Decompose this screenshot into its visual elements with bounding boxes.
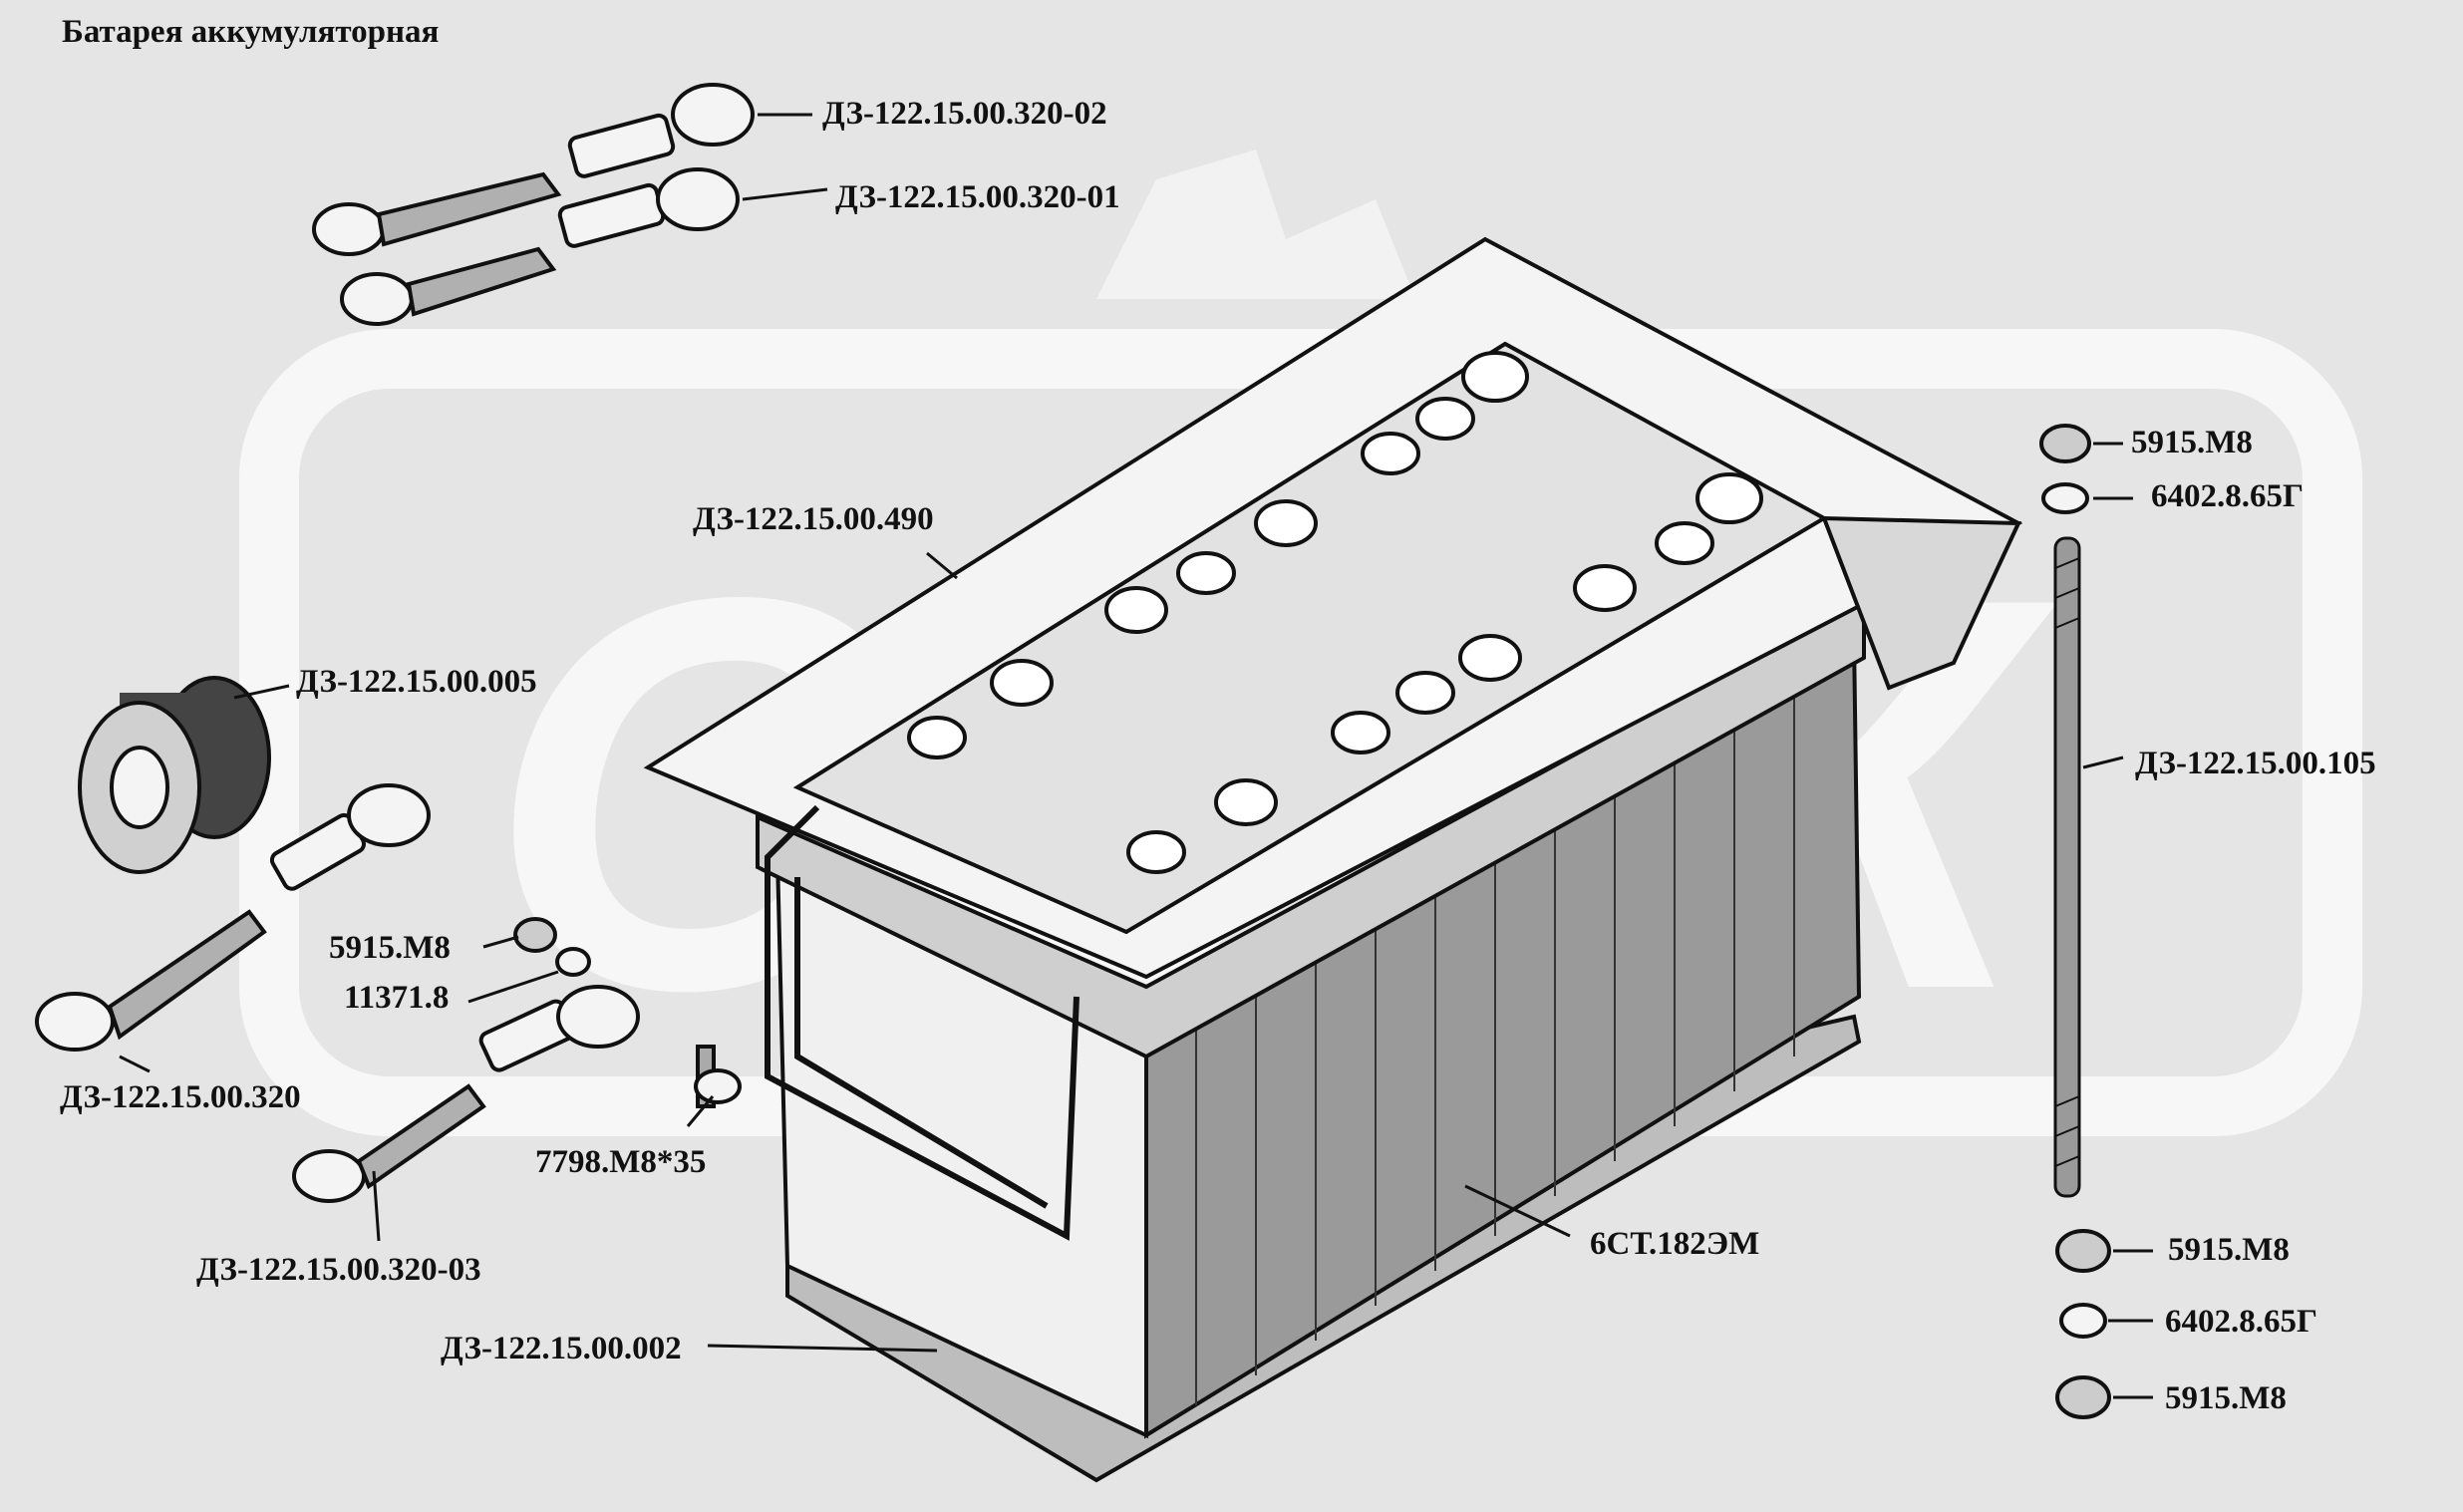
part-label: ДЗ-122.15.00.320-02 xyxy=(822,96,1107,132)
part-label: 5915.М8 xyxy=(329,930,451,966)
stud-bolt xyxy=(2053,536,2081,1198)
part-label: 7798.М8*35 xyxy=(535,1144,707,1180)
holding-frame xyxy=(765,804,1079,1241)
part-label: 6402.8.65Г xyxy=(2165,1304,2317,1340)
part-label: ДЗ-122.15.00.105 xyxy=(2135,746,2376,781)
part-label: ДЗ-122.15.00.002 xyxy=(441,1331,682,1366)
small-fasteners xyxy=(513,917,742,1108)
battery-case xyxy=(643,236,2023,1483)
part-label: 5915.М8 xyxy=(2165,1380,2287,1416)
nut-washer-set-right xyxy=(2039,424,2111,1419)
cable-lugs xyxy=(35,83,755,1203)
part-label: 6402.8.65Г xyxy=(2151,478,2304,514)
part-label: ДЗ-122.15.00.005 xyxy=(296,664,537,700)
part-label: ДЗ-122.15.00.320-03 xyxy=(196,1252,481,1288)
leader-lines xyxy=(119,113,2153,1399)
part-label: 5915.М8 xyxy=(2168,1232,2290,1268)
part-label: ДЗ-122.15.00.490 xyxy=(693,501,934,537)
part-label: 6СТ.182ЭМ xyxy=(1590,1226,1760,1262)
part-label: ДЗ-122.15.00.320-01 xyxy=(835,179,1120,215)
part-label: ДЗ-122.15.00.320 xyxy=(60,1079,301,1115)
diagram-title: Батарея аккумуляторная xyxy=(62,14,440,50)
rubber-bushing xyxy=(78,676,271,874)
part-label: 11371.8 xyxy=(344,980,450,1016)
part-label: 5915.М8 xyxy=(2131,425,2253,460)
